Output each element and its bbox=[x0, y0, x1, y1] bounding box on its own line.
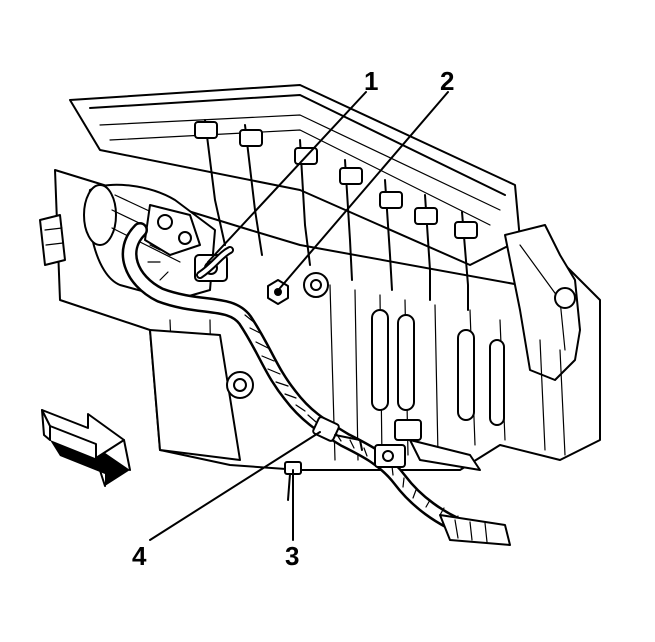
callout-3: 3 bbox=[285, 541, 299, 571]
leader-line-1 bbox=[207, 91, 367, 263]
callout-2: 2 bbox=[440, 66, 454, 96]
leader-line-4 bbox=[149, 431, 321, 541]
leader-lines bbox=[149, 91, 449, 541]
leader-line-2 bbox=[279, 91, 449, 289]
starter-motor bbox=[83, 183, 228, 301]
front-direction-arrow-icon bbox=[41, 409, 131, 487]
callout-4: 4 bbox=[132, 541, 147, 571]
wiring-harness bbox=[121, 222, 511, 546]
callout-1: 1 bbox=[364, 66, 378, 96]
callouts: 1 2 3 4 bbox=[132, 66, 454, 571]
